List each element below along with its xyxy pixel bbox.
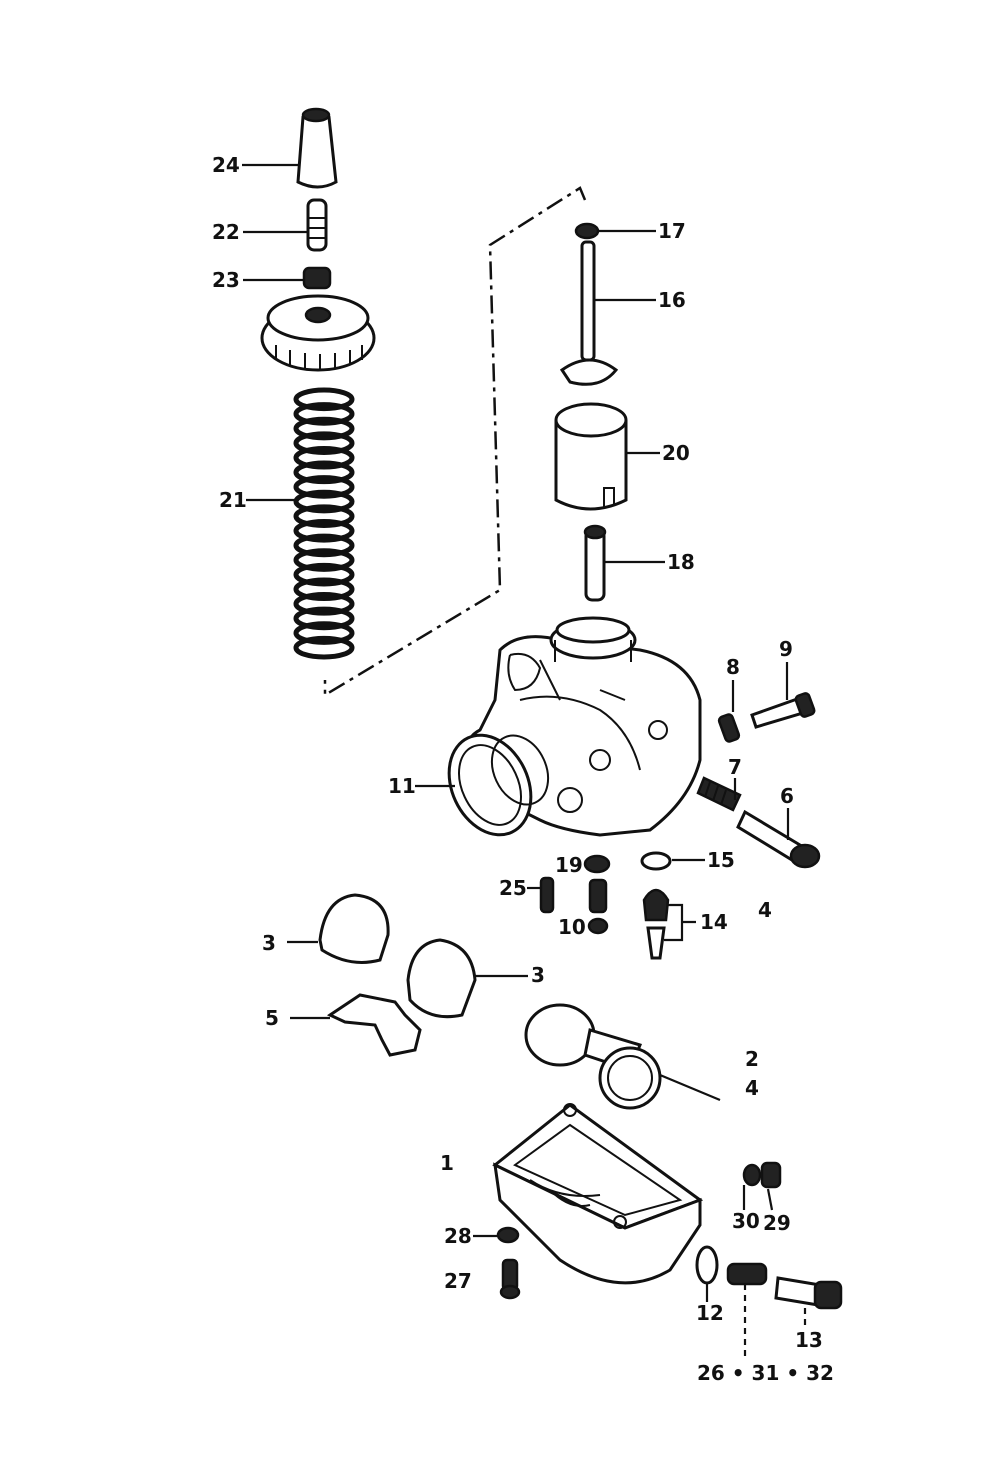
part-3-float-left [318,893,390,964]
part-24-cap [296,107,338,189]
label-20: 20 [662,441,690,465]
label-1: 1 [440,1151,454,1175]
spring-coil [293,621,355,645]
label-16: 16 [658,288,686,312]
label-29: 29 [763,1211,791,1235]
spring-coil [293,606,355,631]
label-4-right: 4 [758,898,772,922]
spring-coil [293,475,355,499]
part-29-screw [760,1161,782,1189]
part-23-nut [302,266,332,290]
part-14-float-valve [642,888,670,960]
part-8-spring [717,713,741,743]
spring-coil [293,402,355,426]
spring-coil [293,533,355,558]
label-24: 24 [212,153,240,177]
label-15: 15 [707,848,735,872]
label-18: 18 [667,550,695,574]
part-10-jet [587,917,609,935]
spring-coil [293,387,355,412]
part-18-needle-jet [583,524,607,602]
part-19-washer [583,854,611,874]
part-20-throttle-valve [554,402,628,511]
spring-coil [293,431,355,455]
label-17: 17 [658,219,686,243]
label-19: 19 [555,853,583,877]
part-17-clip [574,222,600,240]
label-3-right: 3 [531,963,545,987]
part-12-washer [695,1245,719,1285]
spring-coil [293,635,355,660]
label-27: 27 [444,1269,472,1293]
label-26-31-32: 26 • 31 • 32 [697,1361,834,1385]
label-8: 8 [726,655,740,679]
label-10: 10 [558,915,586,939]
label-2: 2 [745,1047,759,1071]
part-2-float-assembly [524,1003,662,1110]
part-7-spring [696,776,742,812]
assembly-line [323,186,587,698]
spring-coil [293,548,355,572]
label-11: 11 [388,774,416,798]
leader-lines [242,163,807,1360]
part-25-pilot-jet [539,876,555,914]
part-30-washer [742,1163,762,1187]
label-9: 9 [779,637,793,661]
label-14: 14 [700,910,728,934]
part-6-screw [736,809,821,869]
label-12: 12 [696,1301,724,1325]
part-26-main-jet [726,1262,768,1286]
part-16-jet-needle [559,240,619,386]
part-21-spring [293,387,355,660]
label-4-lower: 4 [745,1076,759,1100]
label-21: 21 [219,488,247,512]
label-30: 30 [732,1209,760,1233]
part-11-gasket [447,733,550,837]
part-15-washer [640,851,672,871]
label-6: 6 [780,784,794,808]
part-top-cap [260,294,376,372]
label-25: 25 [499,876,527,900]
label-5: 5 [265,1006,279,1030]
label-23: 23 [212,268,240,292]
part-main-jet [588,878,608,914]
part-3-float-right [406,938,477,1019]
spring-coil [293,416,355,441]
label-7: 7 [728,755,742,779]
spring-coil [293,519,355,543]
spring-coil [293,504,355,529]
part-9-screw [750,692,816,729]
part-27-screw [499,1258,521,1300]
label-22: 22 [212,220,240,244]
label-28: 28 [444,1224,472,1248]
label-3-left: 3 [262,931,276,955]
part-13-drain-plug [774,1276,843,1310]
spring-coil [293,489,355,514]
part-22-adjuster [306,198,328,252]
spring-coil [293,445,355,470]
part-28-washer [496,1226,520,1244]
label-13: 13 [795,1328,823,1352]
spring-coil [293,577,355,602]
spring-coil [293,460,355,485]
part-1-float-bowl [492,1103,704,1285]
spring-coil [293,592,355,616]
spring-coil [293,562,355,587]
part-5-float-arm [326,993,422,1057]
